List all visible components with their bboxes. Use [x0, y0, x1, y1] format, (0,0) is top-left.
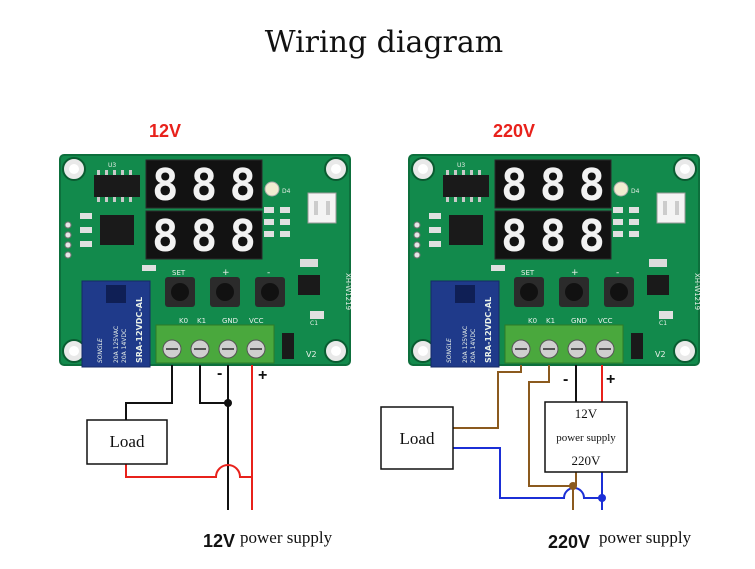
left-wires [125, 365, 253, 510]
right-board-k1: K1 [546, 317, 555, 325]
right-junction-dot-blue [598, 494, 606, 502]
left-relay-rating-1: 20A 14VDC [121, 329, 128, 363]
left-supply-voltage: 12V [203, 531, 235, 551]
left-board-plus-label: + [222, 268, 230, 278]
diagram-title: Wiring diagram [265, 25, 503, 60]
right-pcb-board: U3 D4 C1 SET + - K0 K1 GND VCC V2 XH-W12… [408, 154, 701, 368]
right-voltage-label: 220V [493, 121, 535, 141]
power-converter-box: 12V power supply 220V [544, 401, 628, 473]
left-board-labels: U3 D4 C1 SET + - K0 K1 GND VCC V2 XH-W12… [97, 162, 352, 363]
converter-top-label: 12V [575, 406, 598, 421]
right-minus-label: - [563, 371, 568, 388]
right-panel: 220V U3 D4 C1 SET + - K0 K1 GND VCC V2 X… [380, 121, 701, 552]
right-board-vcc: VCC [598, 317, 613, 325]
left-relay-model: SRA-12VDC-AL [135, 297, 144, 363]
left-relay-rating-2: 20A 125VAC [113, 326, 120, 363]
left-minus-label: - [217, 365, 222, 382]
left-wire-load-return [125, 464, 252, 478]
left-load-box: Load [86, 419, 168, 465]
right-wire-k0-brown [453, 365, 522, 429]
left-board-set-label: SET [172, 269, 186, 277]
left-board-model: XH-W1219 [344, 273, 352, 310]
right-board-k0: K0 [528, 317, 537, 325]
right-supply-voltage: 220V [548, 532, 590, 552]
left-board-c1: C1 [310, 320, 318, 327]
right-board-d4: D4 [631, 188, 640, 195]
left-board-minus-label: - [267, 268, 270, 278]
left-board-gnd: GND [222, 317, 238, 325]
left-board-d4: D4 [282, 188, 291, 195]
left-wire-k0 [125, 365, 173, 420]
right-relay-rating-1: 20A 14VDC [470, 329, 477, 363]
right-load-label: Load [400, 429, 435, 448]
left-board-u3: U3 [108, 162, 116, 169]
right-relay-brand: SONGLE [446, 338, 453, 363]
right-board-c1: C1 [659, 320, 667, 327]
right-relay-rating-2: 20A 125VAC [462, 326, 469, 363]
left-junction-dot [224, 399, 232, 407]
right-board-model: XH-W1219 [693, 273, 701, 310]
left-board-k1: K1 [197, 317, 206, 325]
left-load-label: Load [110, 432, 145, 451]
left-relay-brand: SONGLE [97, 338, 104, 363]
left-board-vcc: VCC [249, 317, 264, 325]
left-board-k0: K0 [179, 317, 188, 325]
right-board-v2: V2 [655, 350, 666, 359]
right-supply-text: power supply [599, 528, 692, 547]
left-voltage-label: 12V [149, 121, 181, 141]
right-board-set-label: SET [521, 269, 535, 277]
converter-mid-label: power supply [556, 432, 616, 444]
right-plus-label: + [606, 371, 615, 388]
right-board-plus-label: + [571, 268, 579, 278]
converter-bottom-label: 220V [572, 453, 602, 468]
right-board-labels: U3 D4 C1 SET + - K0 K1 GND VCC V2 XH-W12… [446, 162, 701, 363]
left-pcb-board: U3 D4 C1 SET + - K0 K1 GND VCC V2 XH-W12… [59, 154, 352, 368]
left-plus-label: + [258, 367, 267, 384]
left-panel: 12V U3 D4 C1 SET + - K0 K1 GND VCC V2 XH… [59, 121, 352, 551]
right-relay-model: SRA-12VDC-AL [484, 297, 493, 363]
right-board-gnd: GND [571, 317, 587, 325]
right-board-u3: U3 [457, 162, 465, 169]
left-wire-k1 [199, 365, 228, 404]
right-junction-dot-brown [569, 482, 577, 490]
right-board-minus-label: - [616, 268, 619, 278]
left-supply-text: power supply [240, 528, 333, 547]
right-load-box: Load [380, 406, 454, 470]
left-board-v2: V2 [306, 350, 317, 359]
